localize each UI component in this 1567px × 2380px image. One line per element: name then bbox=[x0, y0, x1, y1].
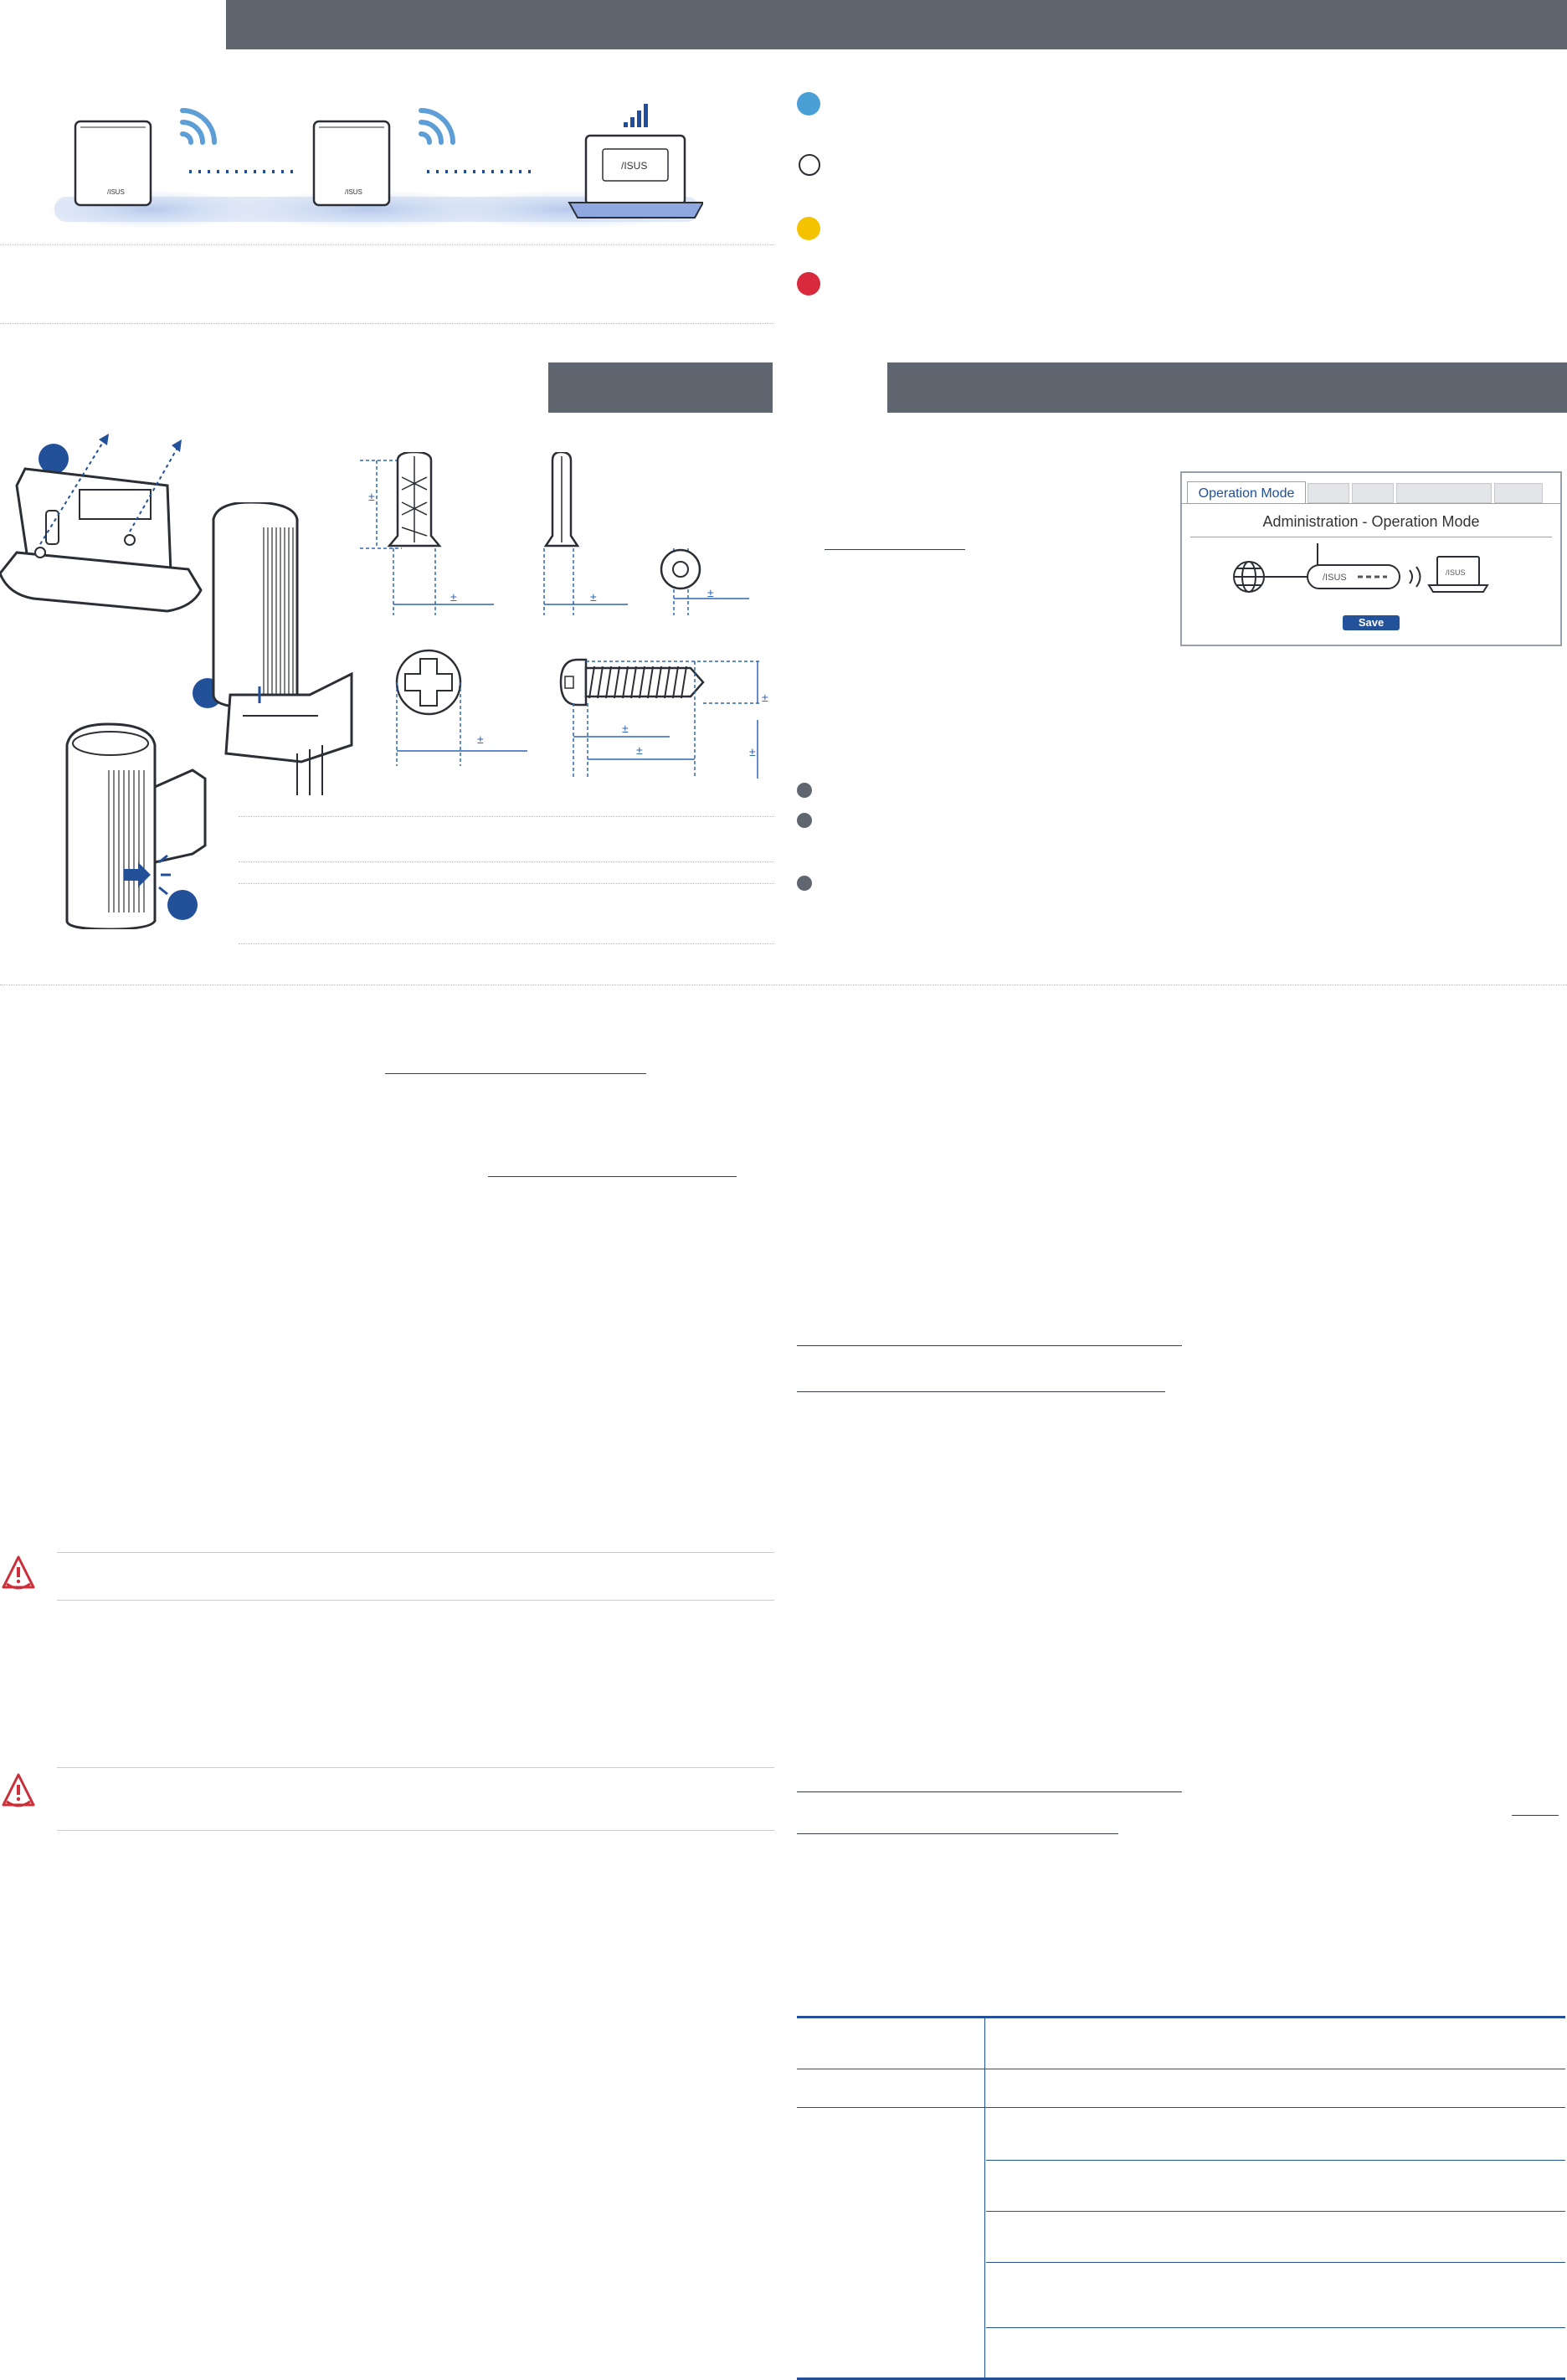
dimension-mark: ± bbox=[368, 490, 375, 503]
router-icon: /ISUS bbox=[74, 120, 152, 207]
warning-icon bbox=[2, 1773, 35, 1807]
wall-mount-bracket-illustration bbox=[0, 434, 203, 613]
dimension-mark: ± bbox=[450, 590, 457, 604]
led-white-indicator bbox=[799, 154, 820, 176]
wall-anchor-dimensions bbox=[360, 452, 762, 779]
divider bbox=[0, 323, 774, 324]
bullet bbox=[797, 813, 812, 828]
warning-icon bbox=[2, 1555, 35, 1590]
section-bar-operation-mode bbox=[887, 362, 1567, 413]
hyperlink-underline[interactable] bbox=[825, 549, 965, 550]
svg-text:/ISUS: /ISUS bbox=[1446, 568, 1466, 577]
router-on-bracket-illustration bbox=[212, 502, 353, 795]
dimension-mark: ± bbox=[707, 586, 714, 599]
network-topology: /ISUS /ISUS bbox=[1233, 543, 1489, 593]
tab[interactable] bbox=[1308, 483, 1349, 503]
wifi-signal-icon bbox=[419, 108, 455, 145]
hyperlink-underline[interactable] bbox=[797, 1345, 1182, 1346]
bullet bbox=[797, 876, 812, 891]
dimension-mark: ± bbox=[622, 722, 629, 735]
hyperlink-underline[interactable] bbox=[797, 1391, 1165, 1392]
divider bbox=[239, 883, 774, 884]
step-badge bbox=[167, 890, 198, 920]
hyperlink-underline[interactable] bbox=[797, 1833, 1118, 1834]
section-bar-wall-mount bbox=[548, 362, 773, 413]
hyperlink-underline[interactable] bbox=[385, 1073, 646, 1074]
header-bar bbox=[226, 0, 1567, 49]
step-badge bbox=[39, 444, 69, 474]
section-divider bbox=[0, 984, 1567, 985]
led-yellow-indicator bbox=[797, 217, 820, 240]
wifi-signal-icon bbox=[180, 108, 217, 145]
router-icon: /ISUS bbox=[312, 120, 391, 207]
svg-text:/ISUS: /ISUS bbox=[107, 188, 125, 196]
divider bbox=[57, 1600, 774, 1601]
dimension-mark: ± bbox=[636, 743, 643, 757]
divider bbox=[239, 861, 774, 862]
tab-operation-mode[interactable]: Operation Mode bbox=[1187, 481, 1306, 504]
svg-text:/ISUS: /ISUS bbox=[1323, 573, 1347, 583]
bullet bbox=[797, 783, 812, 798]
hyperlink-underline[interactable] bbox=[797, 1791, 1182, 1792]
panel-heading: Administration - Operation Mode bbox=[1262, 513, 1480, 530]
tab[interactable] bbox=[1494, 483, 1543, 503]
hyperlink-underline[interactable] bbox=[488, 1176, 737, 1177]
divider bbox=[57, 1767, 774, 1768]
divider bbox=[239, 816, 774, 817]
save-button[interactable]: Save bbox=[1343, 615, 1400, 630]
laptop-icon: /ISUS bbox=[1427, 556, 1489, 593]
router-slide-illustration bbox=[65, 722, 207, 929]
svg-text:/ISUS: /ISUS bbox=[621, 160, 647, 172]
router-icon: /ISUS bbox=[1307, 543, 1400, 589]
dimension-mark: ± bbox=[749, 745, 756, 758]
dimension-mark: ± bbox=[477, 733, 484, 746]
dimension-mark: ± bbox=[762, 691, 768, 704]
dimension-mark: ± bbox=[590, 590, 597, 604]
tab[interactable] bbox=[1396, 483, 1492, 503]
hyperlink-underline[interactable] bbox=[1512, 1815, 1559, 1816]
laptop-icon: /ISUS bbox=[568, 134, 703, 218]
divider bbox=[0, 244, 774, 245]
led-blue-indicator bbox=[797, 92, 820, 116]
globe-icon bbox=[1233, 561, 1265, 593]
signal-strength-icon bbox=[624, 104, 648, 127]
setup-diagram: /ISUS /ISUS /ISUS bbox=[50, 104, 703, 228]
divider bbox=[57, 1830, 774, 1831]
operation-mode-panel: Operation Mode Administration - Operatio… bbox=[1180, 471, 1562, 646]
divider bbox=[239, 943, 774, 944]
led-red-indicator bbox=[797, 272, 820, 296]
divider bbox=[57, 1552, 774, 1553]
svg-text:/ISUS: /ISUS bbox=[345, 188, 362, 196]
tab[interactable] bbox=[1352, 483, 1394, 503]
